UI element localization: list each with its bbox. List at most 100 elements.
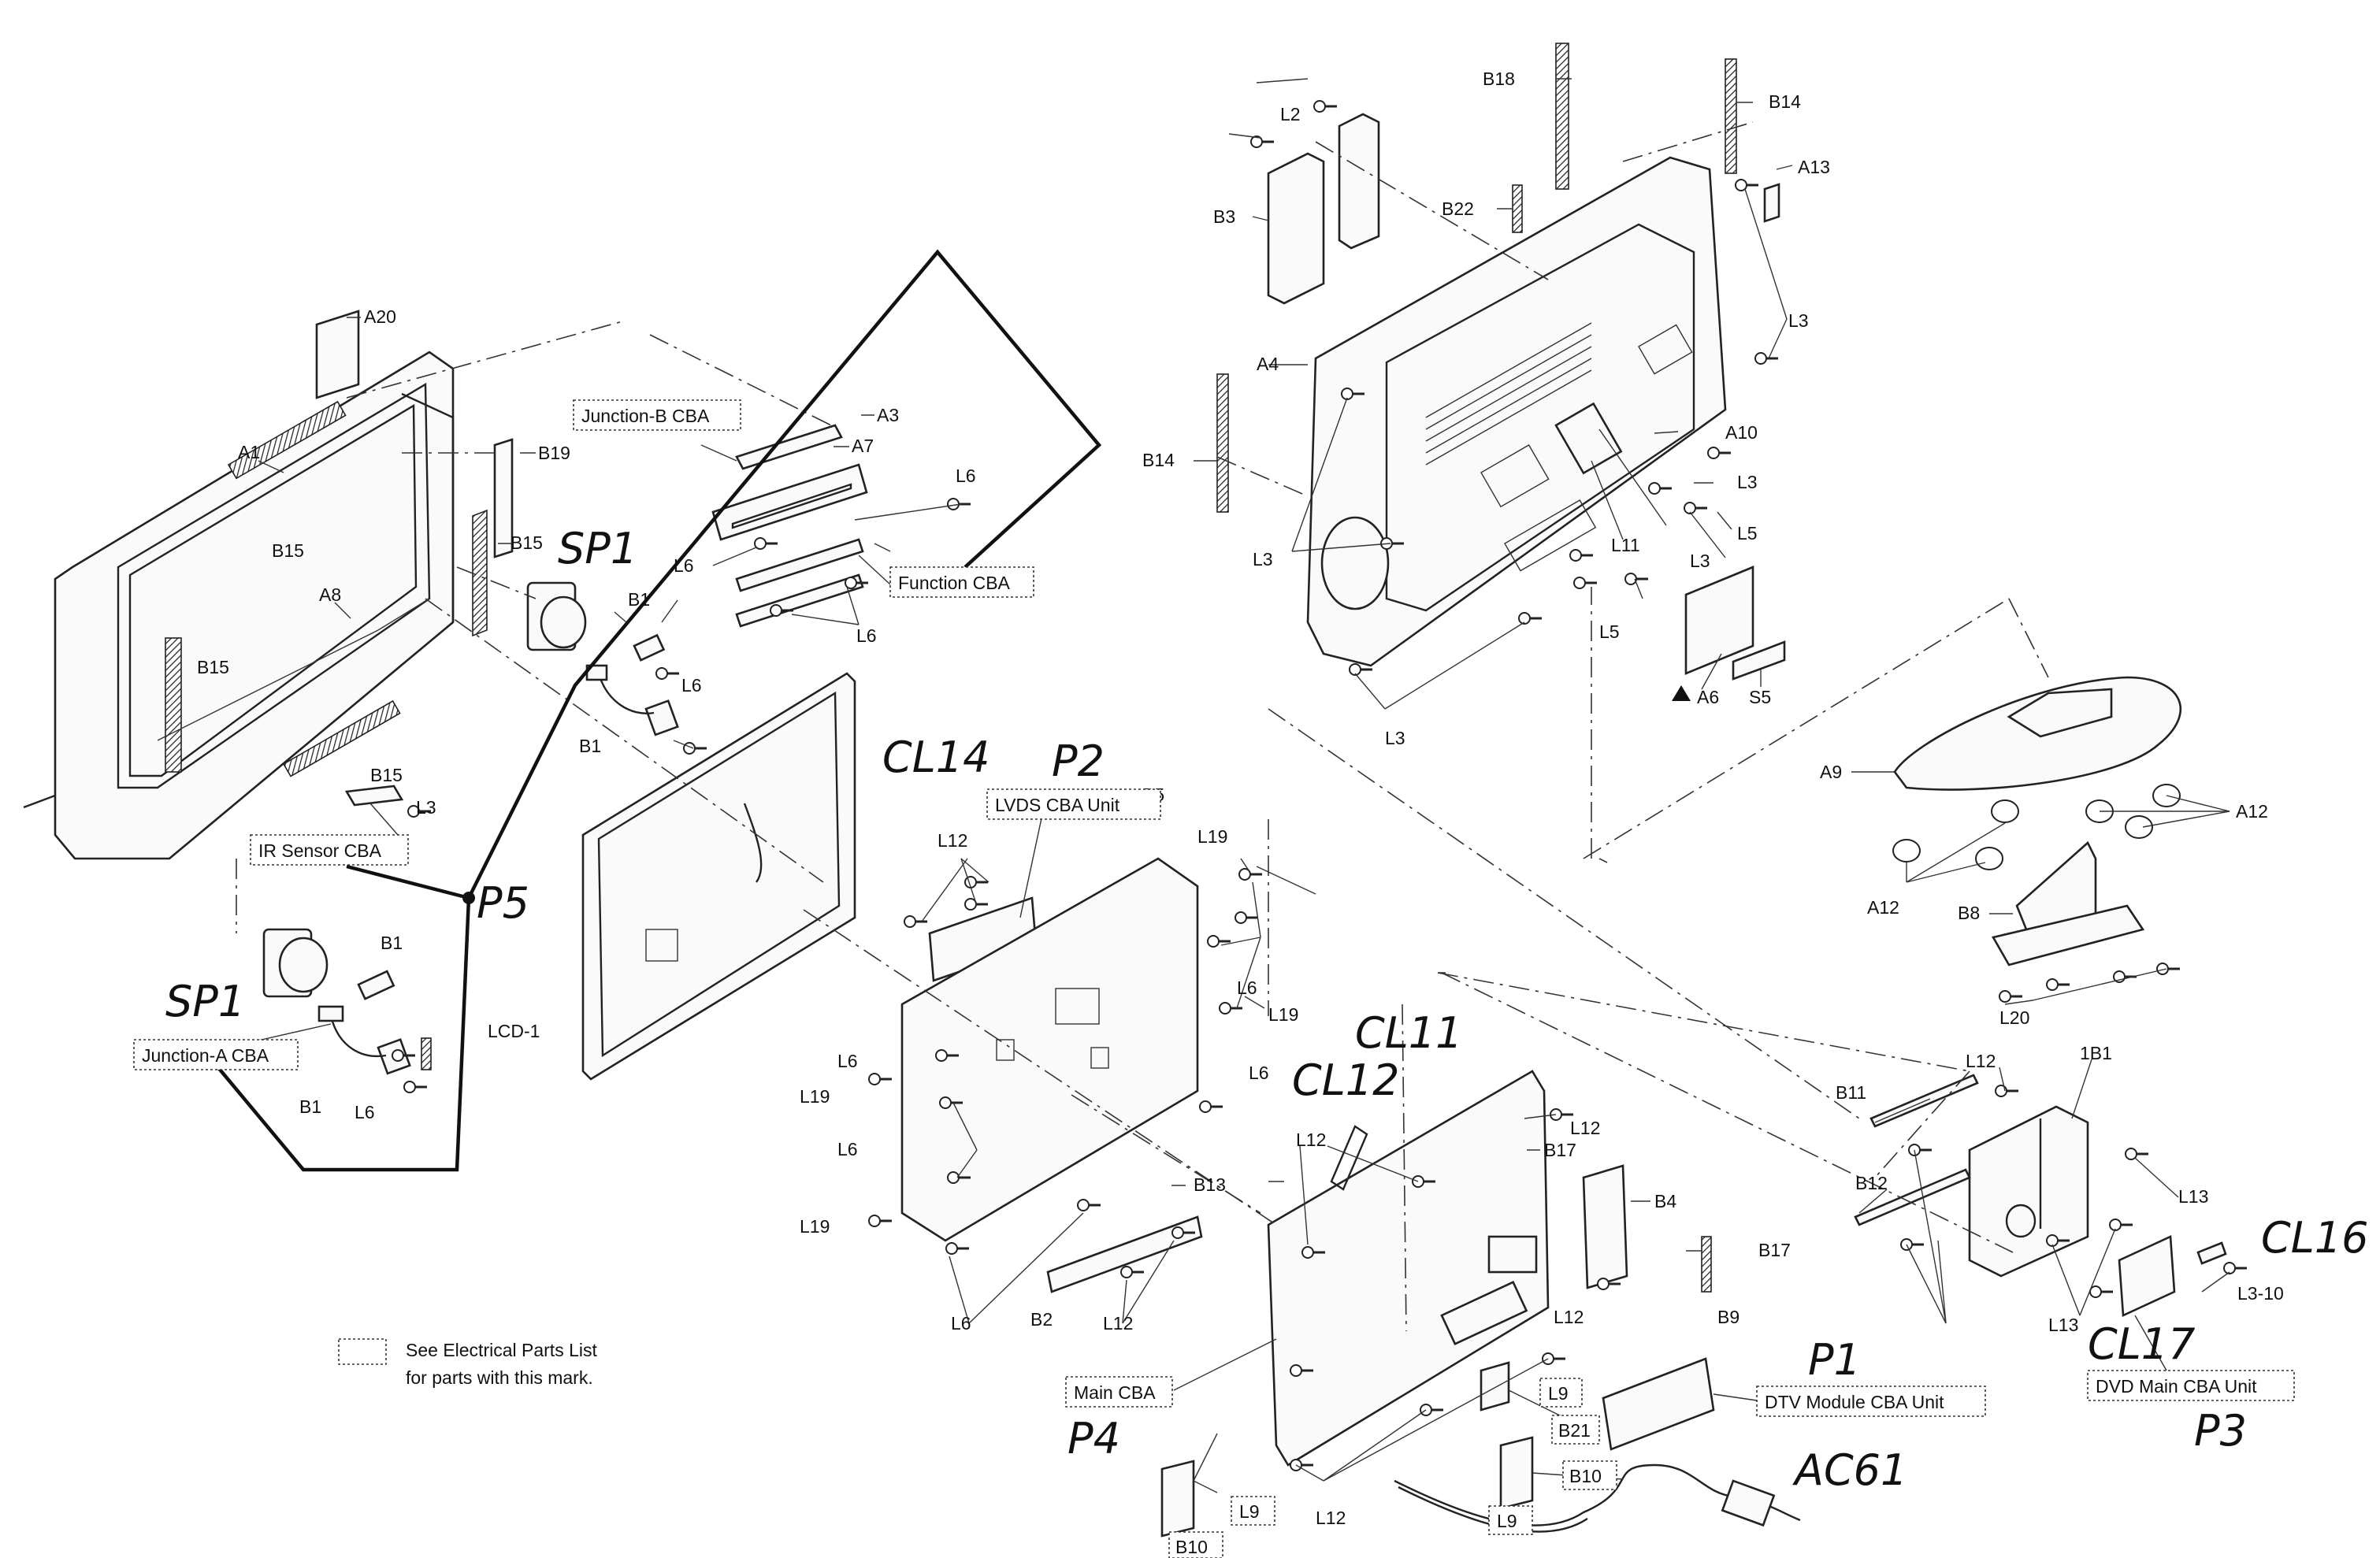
label-LCD-1: LCD-1	[488, 1021, 540, 1041]
label-L19: L19	[800, 1216, 830, 1237]
handwritten-annotations: SP1 SP1 P5 CL14 P2 CL11 CL12 P1 P4 AC61 …	[165, 524, 2369, 1495]
annotation-CL12: CL12	[1292, 1055, 1400, 1105]
stand-base-A9	[1893, 676, 2181, 791]
ir-sensor-board	[344, 785, 404, 807]
label-L9: L9	[1239, 1501, 1260, 1522]
label-L5: L5	[1737, 523, 1758, 543]
annotation-CL17: CL17	[2088, 1319, 2196, 1369]
label-A8: A8	[319, 584, 341, 605]
label-B14: B14	[1142, 450, 1175, 470]
box-dtv: DTV Module CBA Unit	[1765, 1392, 1944, 1412]
label-B10: B10	[1569, 1466, 1602, 1486]
label-L6: L6	[1249, 1063, 1269, 1083]
label-B1: B1	[628, 589, 650, 610]
dtv-module	[1602, 1357, 1715, 1451]
box-junction-b: Junction-B CBA	[581, 406, 710, 426]
label-L12: L12	[1103, 1313, 1133, 1334]
strip-B14-top	[1725, 58, 1737, 174]
box-function: Function CBA	[898, 573, 1011, 593]
label-B4: B4	[1654, 1191, 1676, 1211]
label-L3: L3	[1253, 549, 1273, 569]
annotation-CL14: CL14	[882, 733, 990, 782]
dvd-board	[2118, 1235, 2227, 1317]
label-L6: L6	[837, 1139, 858, 1159]
annotation-SP1: SP1	[165, 977, 245, 1026]
dvd-mechanism-1B1	[1968, 1105, 2089, 1278]
label-B1: B1	[579, 736, 601, 756]
rail-B12	[1854, 1168, 1971, 1226]
label-B15: B15	[370, 765, 403, 785]
label-B15: B15	[197, 657, 229, 677]
label-A6	[1684, 566, 1754, 675]
junction-a-boards	[317, 970, 432, 1075]
label-B15: B15	[511, 532, 543, 553]
label-B18: B18	[1483, 69, 1515, 89]
label-L6: L6	[837, 1051, 858, 1071]
label-B11: B11	[1836, 1082, 1866, 1103]
label-A3: A3	[877, 405, 899, 425]
label-L3-10: L3-10	[2237, 1283, 2284, 1304]
annotation-P4: P4	[1067, 1414, 1120, 1463]
label-L5: L5	[1599, 621, 1620, 642]
label-B22: B22	[1442, 198, 1474, 219]
label-L11: L11	[1611, 535, 1640, 555]
main-board	[1267, 1070, 1550, 1467]
label-L6: L6	[674, 555, 694, 576]
label-L6: L6	[856, 625, 877, 646]
note-line-2: for parts with this mark.	[406, 1367, 593, 1388]
strip-B22	[1512, 184, 1523, 233]
label-L9: L9	[1548, 1383, 1569, 1404]
bracket-B2	[1046, 1215, 1203, 1293]
rear-cabinet	[1306, 156, 1727, 667]
box-lvds: LVDS CBA Unit	[995, 795, 1120, 815]
label-L6: L6	[951, 1313, 971, 1334]
leader-lines	[258, 78, 2230, 1482]
bracket-B3	[1267, 113, 1380, 305]
label-1B1: 1B1	[2080, 1043, 2112, 1063]
label-A12: A12	[2236, 801, 2268, 822]
label-B12: B12	[1855, 1173, 1888, 1193]
label-L6: L6	[956, 466, 976, 486]
annotation-P1: P1	[1808, 1335, 1861, 1385]
annotation-CL16: CL16	[2261, 1213, 2369, 1263]
box-dvd: DVD Main CBA Unit	[2096, 1376, 2257, 1397]
speaker-SP1-top	[526, 581, 587, 651]
annotation-SP1: SP1	[558, 524, 637, 573]
strip-B18	[1555, 43, 1569, 190]
label-L2: L2	[1280, 104, 1301, 124]
label-L19: L19	[1197, 826, 1227, 847]
label-L3: L3	[1385, 728, 1405, 748]
label-B1: B1	[381, 933, 403, 953]
strip-B14-left	[1216, 373, 1229, 513]
label-L12: L12	[1554, 1307, 1584, 1327]
label-B15: B15	[272, 540, 304, 561]
label-A4: A4	[1257, 354, 1279, 374]
label-L20: L20	[1999, 1007, 2029, 1028]
junction-b-boards	[585, 633, 679, 736]
label-L12: L12	[1296, 1130, 1326, 1150]
speaker-SP1-bottom	[262, 928, 329, 998]
label-B13: B13	[1194, 1174, 1226, 1195]
label-L19: L19	[1268, 1004, 1298, 1025]
label-A10: A10	[1725, 422, 1758, 443]
label-L6: L6	[355, 1102, 375, 1122]
label-B1: B1	[299, 1096, 321, 1117]
spacer-B15-right	[472, 509, 488, 637]
label-L12: L12	[1316, 1508, 1346, 1528]
front-cabinet-A1	[23, 351, 455, 860]
box-junction-a: Junction-A CBA	[142, 1045, 269, 1066]
label-A1: A1	[238, 442, 260, 462]
label-B10: B10	[1175, 1537, 1208, 1557]
label-B3: B3	[1213, 206, 1235, 227]
label-B14: B14	[1769, 91, 1801, 112]
label-L13: L13	[2178, 1186, 2208, 1207]
annotation-AC61: AC61	[1792, 1445, 1907, 1495]
strip-B17	[1701, 1236, 1712, 1293]
label-L3: L3	[416, 797, 436, 818]
label-S5	[1732, 640, 1786, 681]
label-L12: L12	[1966, 1051, 1996, 1071]
annotation-P2: P2	[1052, 736, 1105, 786]
label-B17: B17	[1544, 1140, 1576, 1160]
